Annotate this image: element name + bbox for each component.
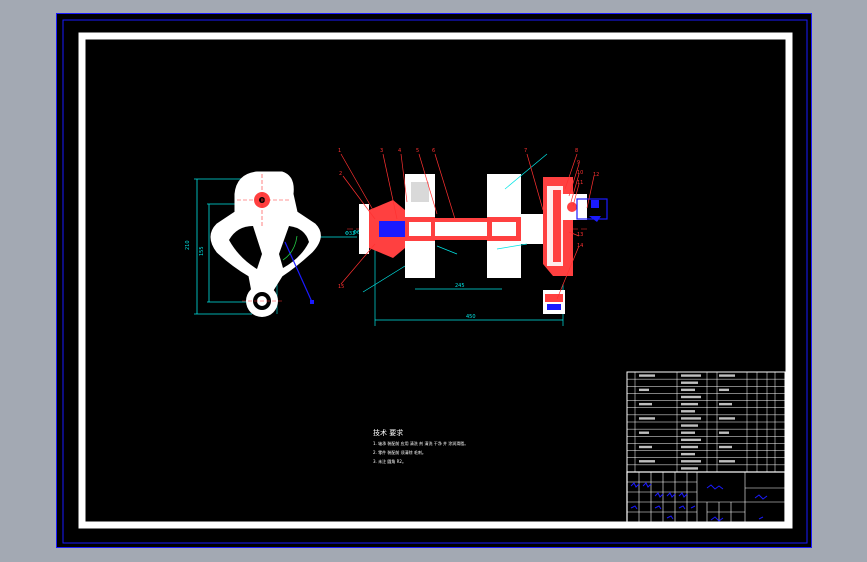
bom-entry-mark: [681, 445, 698, 449]
bom-entry-mark: [681, 431, 695, 434]
callout-5: 5: [416, 148, 419, 154]
callout-8: 8: [575, 148, 578, 154]
callout-3: 3: [380, 148, 383, 154]
bom-entry-mark: [681, 417, 701, 420]
svg-text:210: 210: [185, 240, 191, 250]
drawing-frame: [78, 32, 793, 529]
bom-entry-mark: [681, 452, 695, 456]
callout-12: 12: [593, 172, 599, 178]
callout-1: 1: [338, 148, 341, 154]
parts-list: [626, 371, 786, 473]
bom-entry-mark: [719, 402, 732, 406]
bom-entry-mark: [639, 417, 655, 420]
bom-entry-mark: [639, 431, 649, 434]
callout-labels: 1 2 3 4 5 6 7 8 9 10 11 12 13 14 15: [338, 148, 599, 290]
cad-drawing: 210 155 Φ32 450 245 Φ60: [62, 19, 808, 544]
output-shaft: [521, 214, 543, 244]
callout-7: 7: [524, 148, 527, 154]
bom-entry-mark: [639, 402, 652, 406]
bom-entry-mark: [719, 460, 735, 463]
callout-13: 13: [577, 232, 583, 238]
signatures: [630, 482, 696, 520]
leader-lines: [340, 153, 595, 300]
bom-entry-mark: [719, 431, 729, 434]
bom-entry-mark: [719, 388, 729, 392]
bom-entry-mark: [681, 381, 698, 384]
bom-entry-mark: [639, 445, 652, 449]
title-block: [626, 471, 786, 525]
bom-entry-mark: [681, 438, 701, 442]
section-view: 450 245 Φ60: [338, 148, 608, 326]
bom-entry-mark: [681, 410, 695, 413]
callout-4: 4: [398, 148, 401, 154]
signature-grid: [627, 472, 698, 524]
title-cells: [697, 472, 785, 524]
bom-entry-mark: [681, 402, 698, 406]
callout-9: 9: [577, 160, 580, 166]
callout-14: 14: [577, 243, 583, 249]
svg-text:Φ32: Φ32: [345, 231, 355, 237]
sheet-inner-blue-border: [62, 19, 808, 544]
callout-15: 15: [338, 284, 344, 290]
tech-req-line-1: 1. 轴承 装配前 应用 清洗 剂 清洗 干净 并 涂润滑脂。: [373, 440, 468, 446]
bom-entry-mark: [681, 467, 698, 470]
svg-text:450: 450: [466, 314, 476, 320]
drawing-sheet: 210 155 Φ32 450 245 Φ60: [56, 13, 812, 548]
bom-entry-mark: [681, 460, 701, 463]
bom-entry-mark: [639, 374, 655, 377]
callout-11: 11: [577, 180, 583, 186]
technical-requirements: 技术 要求 1. 轴承 装配前 应用 清洗 剂 清洗 干净 并 涂润滑脂。 2.…: [373, 428, 468, 464]
bom-entry-mark: [639, 388, 649, 392]
svg-text:245: 245: [455, 283, 465, 289]
svg-text:Φ60: Φ60: [353, 230, 363, 236]
bom-entry-mark: [719, 417, 735, 420]
tech-req-title: 技术 要求: [373, 428, 403, 437]
bom-entry-mark: [681, 424, 698, 427]
bom-entry-mark: [719, 445, 732, 449]
lever-body: [210, 171, 321, 293]
callout-6: 6: [432, 148, 435, 154]
bom-entry-mark: [681, 388, 695, 392]
bom-entry-mark: [681, 374, 701, 377]
svg-text:155: 155: [199, 246, 205, 256]
bom-entry-mark: [719, 374, 735, 377]
bom-entry-mark: [639, 460, 655, 463]
tech-req-line-3: 3. 未注 圆角 R2。: [373, 458, 406, 464]
callout-10: 10: [577, 170, 583, 176]
tech-req-line-2: 2. 零件 装配前 须清除 毛刺。: [373, 449, 426, 455]
main-shaft: [435, 222, 487, 236]
callout-2: 2: [339, 171, 342, 177]
side-view: 210 155 Φ32: [185, 171, 357, 317]
bom-entry-mark: [681, 395, 701, 399]
